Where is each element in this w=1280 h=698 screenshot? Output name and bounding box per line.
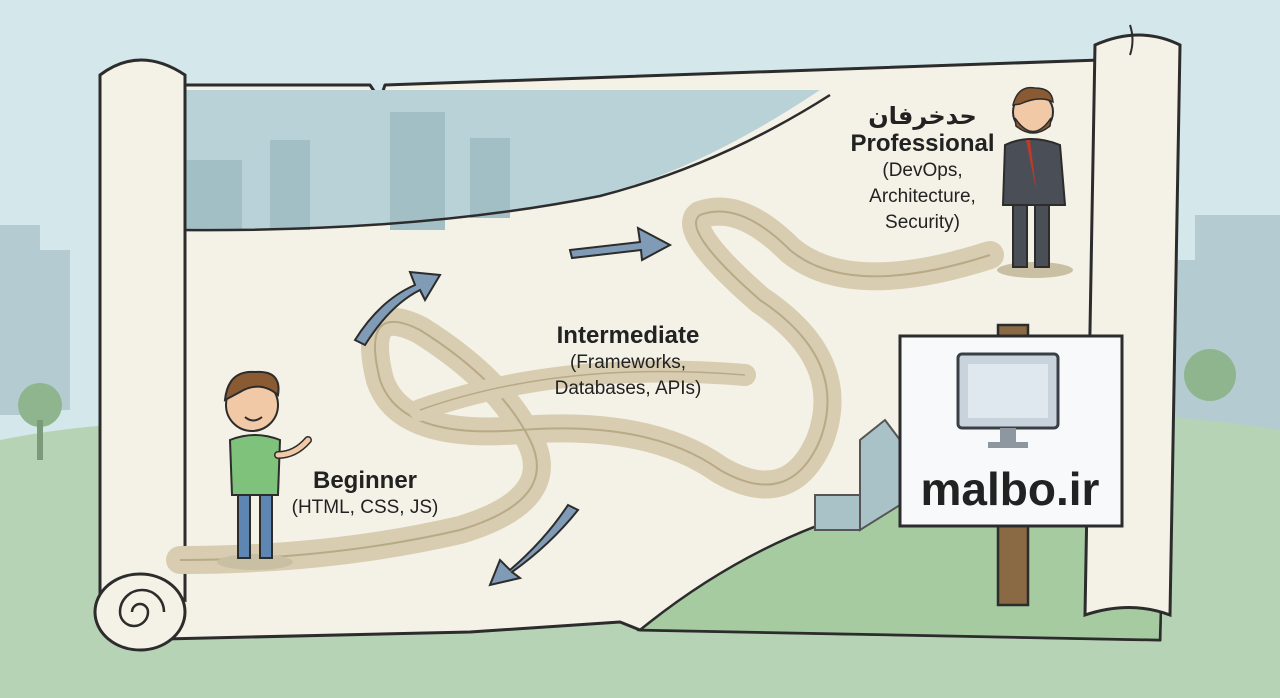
intermediate-subtitle-1: (Frameworks, <box>569 352 687 373</box>
beginner-character-icon <box>217 370 312 570</box>
intermediate-title: Intermediate <box>556 322 700 349</box>
winding-path <box>166 197 1004 574</box>
intermediate-subtitle-2: Databases, APIs) <box>554 378 702 399</box>
scroll-left-roll <box>93 58 187 652</box>
professional-subtitle-1: (DevOps, <box>882 160 963 181</box>
beginner-title: Beginner <box>312 467 417 494</box>
professional-title: Professional <box>850 130 995 157</box>
professional-subtitle-2: Architecture, <box>869 186 976 207</box>
professional-subtitle-3: Security) <box>885 212 960 233</box>
sign-text: malbo.ir <box>920 463 1100 515</box>
professional-label: حدخرفان Professional (DevOps, Architectu… <box>845 102 1000 236</box>
monitor-icon <box>956 352 1060 448</box>
beginner-subtitle: (HTML, CSS, JS) <box>291 497 439 518</box>
professional-character-icon <box>997 86 1073 278</box>
intermediate-label: Intermediate (Frameworks, Databases, API… <box>528 322 728 402</box>
direction-arrows <box>353 226 673 587</box>
background-tree <box>18 349 1236 460</box>
professional-title-fa: حدخرفان <box>868 102 977 130</box>
beginner-label: Beginner (HTML, CSS, JS) <box>280 467 450 521</box>
